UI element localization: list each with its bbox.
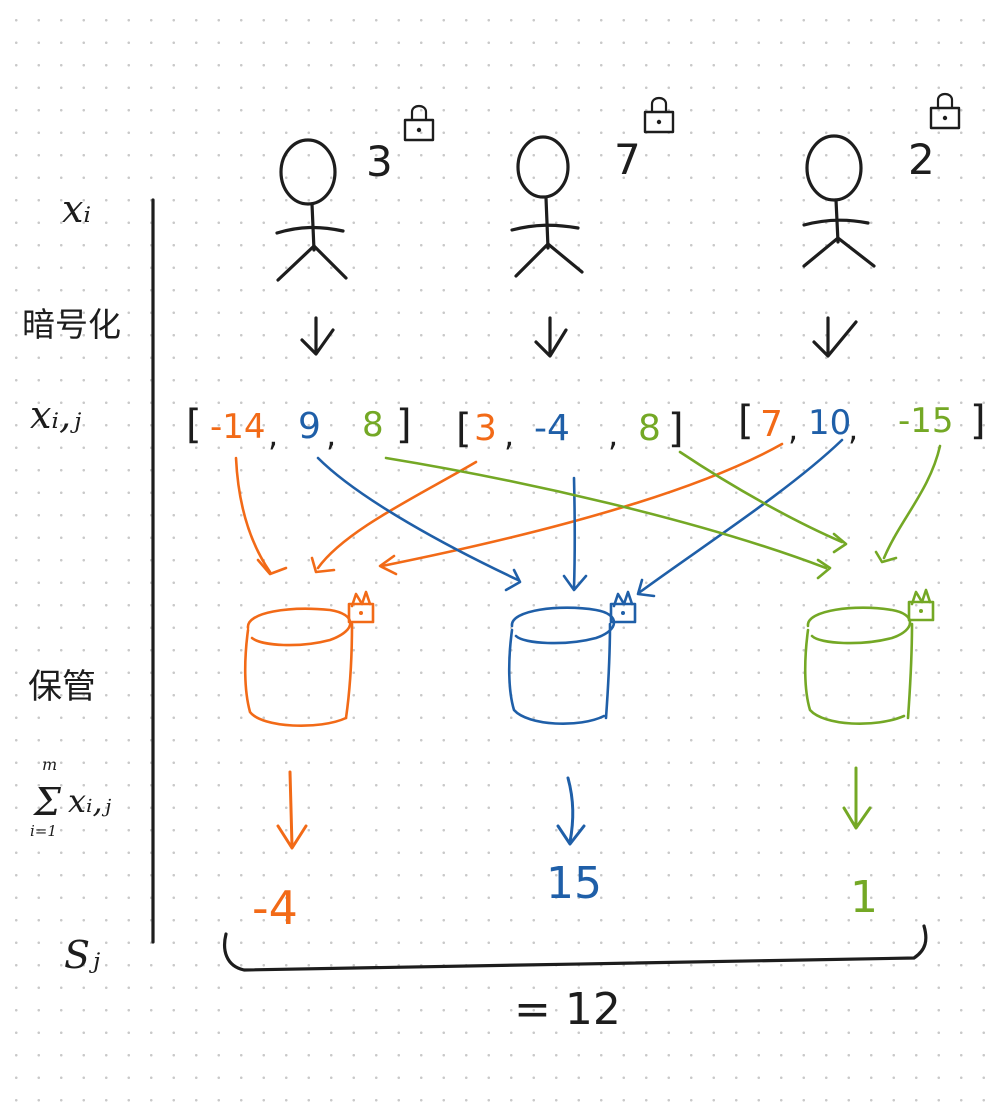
bucket-sum-green: 1 (850, 872, 878, 923)
sum-upper-limit: m (42, 755, 57, 774)
arrow-share-2-2 (572, 476, 577, 590)
separator: , (504, 416, 514, 454)
sum-brace (222, 924, 928, 972)
share-value-2-3: 8 (638, 408, 661, 449)
share-value-1-1: -14 (210, 407, 266, 447)
bracket-open: [ (186, 402, 202, 448)
lock-icon (347, 590, 375, 624)
bracket-close: ] (668, 406, 684, 452)
row-label-custody: 保管 (28, 667, 96, 707)
share-value-2-1: 3 (474, 408, 497, 449)
bucket-sum-blue: 15 (546, 858, 602, 909)
bucket-blue (507, 590, 637, 725)
bracket-close: ] (970, 398, 986, 444)
share-value-1-2: 9 (298, 406, 321, 447)
arrow-share-1-2 (316, 456, 520, 582)
secret-value-2: 7 (614, 135, 641, 184)
lock-icon (907, 588, 935, 622)
row-label-s-j: Sⱼ (64, 933, 100, 977)
share-value-3-1: 7 (760, 404, 783, 445)
sum-arrow-orange (276, 770, 308, 850)
sum-arrow-green (842, 766, 872, 830)
arrow-share-3-1 (380, 442, 784, 568)
separator: , (608, 416, 618, 454)
bracket-close: ] (396, 402, 412, 448)
sum-symbol: Σ (32, 780, 62, 824)
person-3: 2 (802, 92, 961, 268)
share-vector-2: [ 3 , -4 , 8 ] (456, 406, 684, 454)
sum-arrow-blue (556, 776, 586, 846)
bracket-open: [ (738, 398, 754, 444)
arrow-share-1-3 (384, 456, 828, 570)
bucket-icon (803, 606, 914, 725)
arrow-share-2-1 (316, 460, 478, 570)
lock-icon (643, 96, 675, 134)
lock-icon (403, 104, 435, 142)
separator: , (788, 410, 798, 448)
distribution-arrows-green (384, 444, 942, 580)
sum-lower-limit: i=1 (30, 822, 57, 840)
row-label-x-ij: xᵢ,ⱼ (30, 393, 81, 437)
encrypt-arrow-3 (812, 316, 858, 358)
bucket-sum-orange: -4 (252, 881, 298, 935)
row-label-encrypt: 暗号化 (22, 305, 121, 344)
separator: , (848, 410, 858, 448)
share-value-1-3: 8 (362, 405, 384, 445)
distribution-arrows-blue (316, 438, 844, 598)
bucket-orange (243, 590, 375, 727)
encrypt-arrow-2 (534, 316, 568, 358)
arrow-share-1-1 (234, 456, 272, 574)
bucket-icon (243, 607, 354, 727)
encrypt-arrow-1 (300, 316, 335, 356)
person-icon (275, 138, 348, 282)
arrow-share-3-2 (638, 438, 844, 594)
bracket-open: [ (456, 406, 472, 452)
row-label-x-i: xᵢ (62, 187, 91, 231)
share-vector-1: [ -14 , 9 , 8 ] (186, 402, 412, 454)
person-1: 3 (275, 104, 435, 282)
share-value-3-2: 10 (808, 403, 851, 443)
sum-term: xᵢ,ⱼ (68, 782, 112, 820)
share-value-3-3: -15 (898, 401, 954, 441)
total-sum: = 12 (514, 984, 621, 1035)
distribution-arrows-orange (234, 442, 784, 576)
bucket-green (803, 588, 935, 725)
separator: , (268, 416, 278, 454)
person-2: 7 (510, 96, 675, 278)
arrow-share-3-3 (882, 444, 942, 560)
separator: , (326, 416, 336, 454)
share-value-2-2: -4 (534, 408, 570, 449)
arrow-share-2-3 (678, 450, 844, 544)
secret-value-3: 2 (908, 135, 935, 184)
share-vector-3: [ 7 , 10 , -15 ] (738, 398, 986, 448)
lock-icon (929, 92, 961, 130)
person-icon (510, 135, 584, 278)
lock-icon (609, 590, 637, 624)
bucket-icon (507, 606, 616, 725)
secret-value-1: 3 (366, 137, 393, 186)
person-icon (802, 134, 876, 268)
